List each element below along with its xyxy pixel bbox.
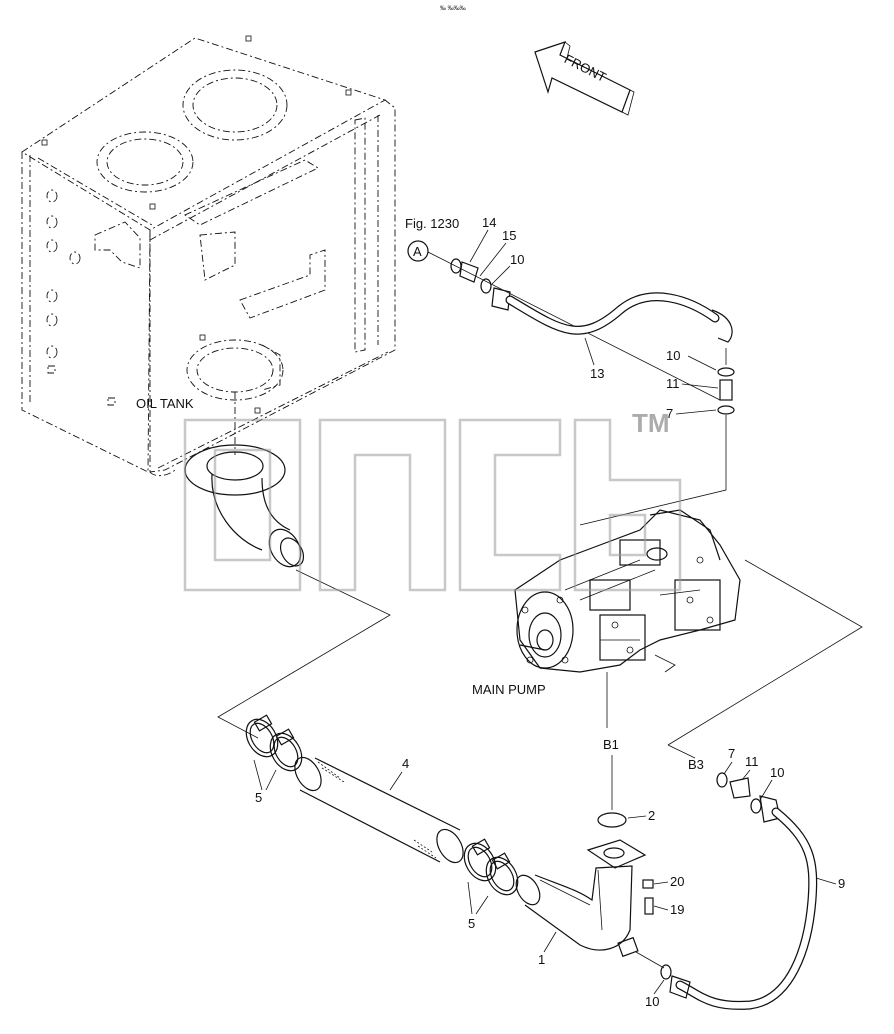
front-label: FRONT <box>562 51 609 85</box>
callout-10a: 10 <box>510 252 524 267</box>
hose-13-assembly: Fig. 1230 A 14 15 10 13 10 11 7 <box>405 215 735 526</box>
port-b3-label: B3 <box>688 757 704 772</box>
callout-19: 19 <box>670 902 684 917</box>
hose-clamp-right <box>463 838 519 896</box>
callout-11a: 11 <box>666 376 680 391</box>
suction-hose-4: 4 5 5 <box>245 714 519 931</box>
ref-circle-label: A <box>413 244 422 259</box>
port-b1-label: B1 <box>603 737 619 752</box>
callout-1: 1 <box>538 952 545 967</box>
header-mark: ‰ ‰‰‰ <box>440 6 466 12</box>
callout-11b: 11 <box>745 754 759 769</box>
ref-circle-a <box>407 240 429 262</box>
callout-10c: 10 <box>645 994 659 1009</box>
callout-4: 4 <box>402 756 409 771</box>
watermark: TM <box>183 408 682 592</box>
callout-10d: 10 <box>770 765 784 780</box>
callout-14: 14 <box>482 215 496 230</box>
oring-7b <box>716 772 728 788</box>
callout-15: 15 <box>502 228 516 243</box>
callout-7a: 7 <box>666 406 673 421</box>
callout-13: 13 <box>590 366 604 381</box>
callout-7b: 7 <box>728 746 735 761</box>
watermark-tm: TM <box>632 408 670 438</box>
suction-pipe-1: 2 20 19 1 <box>515 808 684 969</box>
oil-tank <box>21 35 396 568</box>
hose-9-assembly: 7 11 10 9 10 <box>645 746 845 1010</box>
callout-2: 2 <box>648 808 655 823</box>
hose-clamp-left <box>245 714 303 772</box>
callout-9: 9 <box>838 876 845 891</box>
main-pump: MAIN PUMP <box>472 509 741 697</box>
main-pump-label: MAIN PUMP <box>472 682 546 697</box>
front-arrow: FRONT <box>534 41 635 116</box>
callout-10b: 10 <box>666 348 680 363</box>
callout-20: 20 <box>670 874 684 889</box>
callout-5b: 5 <box>468 916 475 931</box>
fig-ref-label: Fig. 1230 <box>405 216 459 231</box>
oring-2 <box>597 812 627 828</box>
oil-tank-label: OIL TANK <box>136 396 194 411</box>
callout-5a: 5 <box>255 790 262 805</box>
